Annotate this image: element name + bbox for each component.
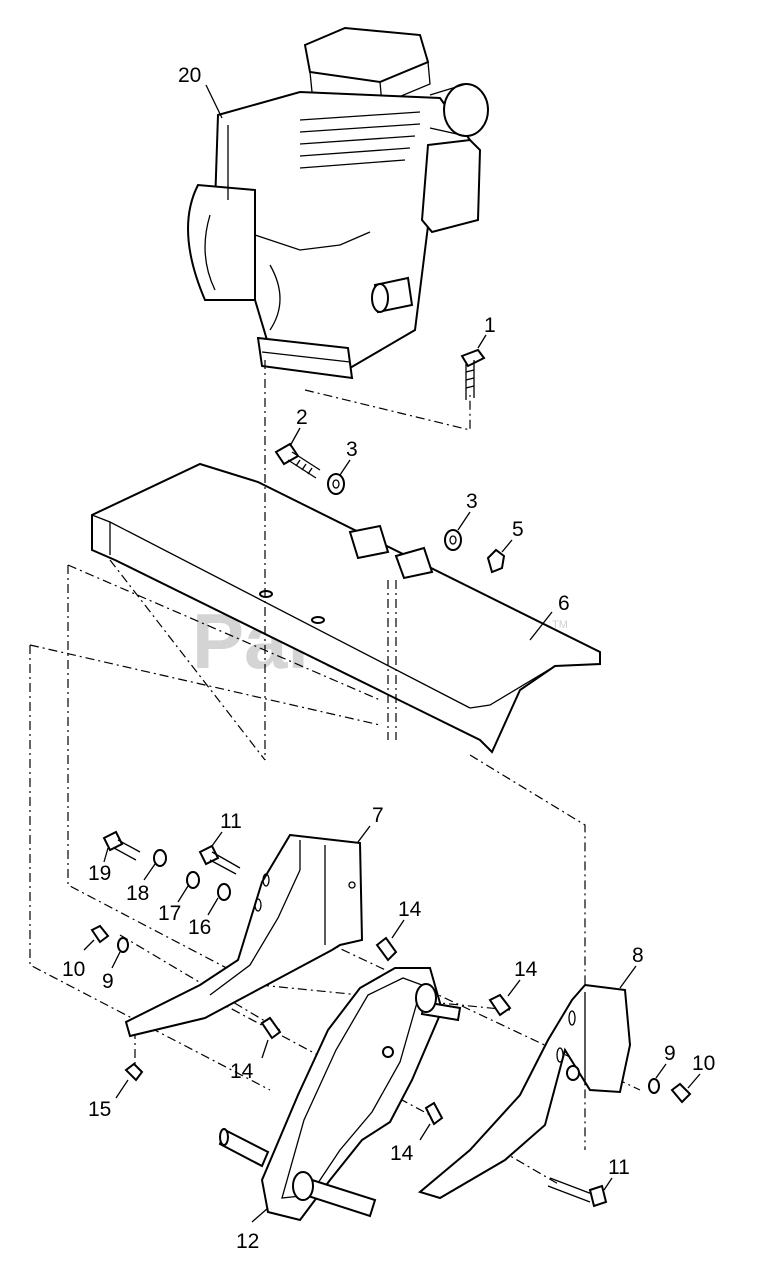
callout-11-lower: 11 — [608, 1156, 630, 1179]
callout-3-upper: 3 — [346, 438, 358, 461]
callout-9-left: 9 — [102, 970, 114, 993]
callout-12: 12 — [236, 1230, 259, 1253]
callout-10-right: 10 — [692, 1052, 715, 1075]
part-16-washer — [217, 883, 231, 901]
callout-16: 16 — [188, 916, 211, 939]
part-18-washer — [153, 849, 167, 867]
part-14-bushing-d — [424, 1101, 444, 1126]
part-15-nut — [124, 1062, 144, 1082]
part-2-bolt — [274, 442, 321, 479]
callout-20: 20 — [178, 64, 201, 87]
callout-2: 2 — [296, 406, 308, 429]
part-19-bolt — [102, 830, 141, 861]
engine — [187, 26, 489, 380]
callout-19: 19 — [88, 862, 111, 885]
part-11-bolt-lower — [547, 1177, 608, 1208]
callout-11-upper: 11 — [220, 810, 242, 833]
callout-14-d: 14 — [390, 1142, 414, 1165]
callout-7: 7 — [372, 804, 384, 827]
callout-15: 15 — [88, 1098, 111, 1121]
part-14-bushing-c — [260, 1016, 282, 1040]
part-9-washer-left — [117, 937, 129, 953]
callout-1: 1 — [484, 314, 496, 337]
part-8-right-tine-bracket — [417, 983, 632, 1200]
callout-14-a: 14 — [398, 898, 422, 921]
part-17-washer — [186, 871, 200, 889]
part-14-bushing-b — [488, 993, 512, 1017]
callout-17: 17 — [158, 902, 181, 925]
leader-lines — [83, 84, 701, 1223]
part-3-washer-upper — [327, 473, 345, 495]
callout-9-right: 9 — [664, 1042, 676, 1065]
callout-14-c: 14 — [230, 1060, 254, 1083]
part-7-left-tine-bracket — [124, 833, 364, 1038]
watermark-tm: TM — [552, 619, 568, 631]
callout-5: 5 — [512, 518, 524, 541]
part-3-washer-right — [444, 529, 462, 551]
callout-labels: 20 1 2 3 3 5 6 7 11 19 18 17 16 14 14 14… — [62, 64, 715, 1253]
part-10-nut-right — [670, 1082, 692, 1104]
callout-18: 18 — [126, 882, 149, 905]
callout-10-left: 10 — [62, 958, 85, 981]
part-5-nut — [486, 548, 506, 574]
callout-6: 6 — [558, 592, 570, 615]
callout-3-right: 3 — [466, 490, 478, 513]
part-6-tine-shield — [91, 462, 601, 754]
part-9-washer-right — [648, 1078, 660, 1094]
callout-14-b: 14 — [514, 958, 538, 981]
part-11-bolt-upper — [198, 844, 241, 875]
part-12-chain-case-assembly — [218, 967, 462, 1222]
part-1-bolt — [460, 348, 486, 400]
callout-8: 8 — [632, 944, 644, 967]
part-10-nut-left — [90, 924, 110, 944]
part-14-bushing-a — [375, 936, 398, 962]
